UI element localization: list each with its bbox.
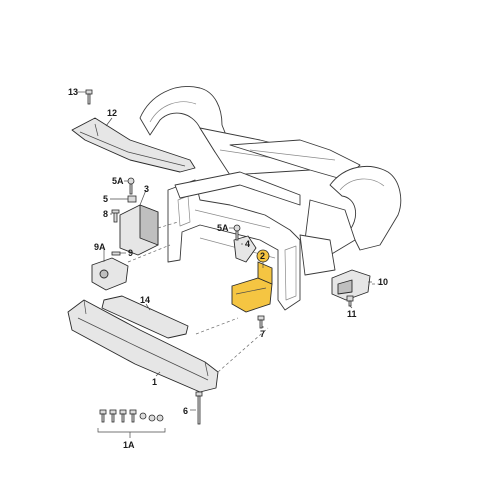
callout-6: 6	[183, 406, 188, 416]
fasteners	[85, 89, 354, 438]
part-2-highlighted-bracket	[231, 261, 273, 313]
callout-10: 10	[378, 277, 388, 287]
callout-9: 9	[128, 248, 133, 258]
part-10-bracket	[331, 269, 371, 301]
callouts: 13 12 5A 3 5 8 9A 9 5A 4 2 14 7 10 11 1 …	[68, 87, 388, 450]
callout-8: 8	[103, 209, 108, 219]
part-4-bracket	[233, 235, 257, 263]
callout-1: 1	[152, 377, 157, 387]
callout-13: 13	[68, 87, 78, 97]
callout-5: 5	[103, 194, 108, 204]
vehicle-front-structure	[139, 86, 402, 311]
callout-4: 4	[245, 239, 250, 249]
part-12-upper-cover	[71, 117, 196, 173]
callout-2: 2	[260, 251, 265, 261]
leader-lines	[77, 91, 372, 411]
callout-12: 12	[107, 108, 117, 118]
callout-1a: 1A	[123, 440, 135, 450]
callout-3: 3	[144, 184, 149, 194]
callout-5a-mid: 5A	[217, 223, 229, 233]
assembly-paths	[127, 221, 380, 373]
callout-7: 7	[260, 329, 265, 339]
part-9a-module	[91, 257, 129, 291]
callout-9a: 9A	[94, 242, 106, 252]
part-14-absorber	[101, 295, 189, 339]
callout-5a-top: 5A	[112, 176, 124, 186]
callout-14: 14	[140, 295, 150, 305]
callout-11: 11	[347, 309, 357, 319]
part-3-bracket	[119, 204, 159, 256]
callout-2-badge	[256, 249, 270, 263]
part-1-bumper-beam	[67, 299, 219, 393]
